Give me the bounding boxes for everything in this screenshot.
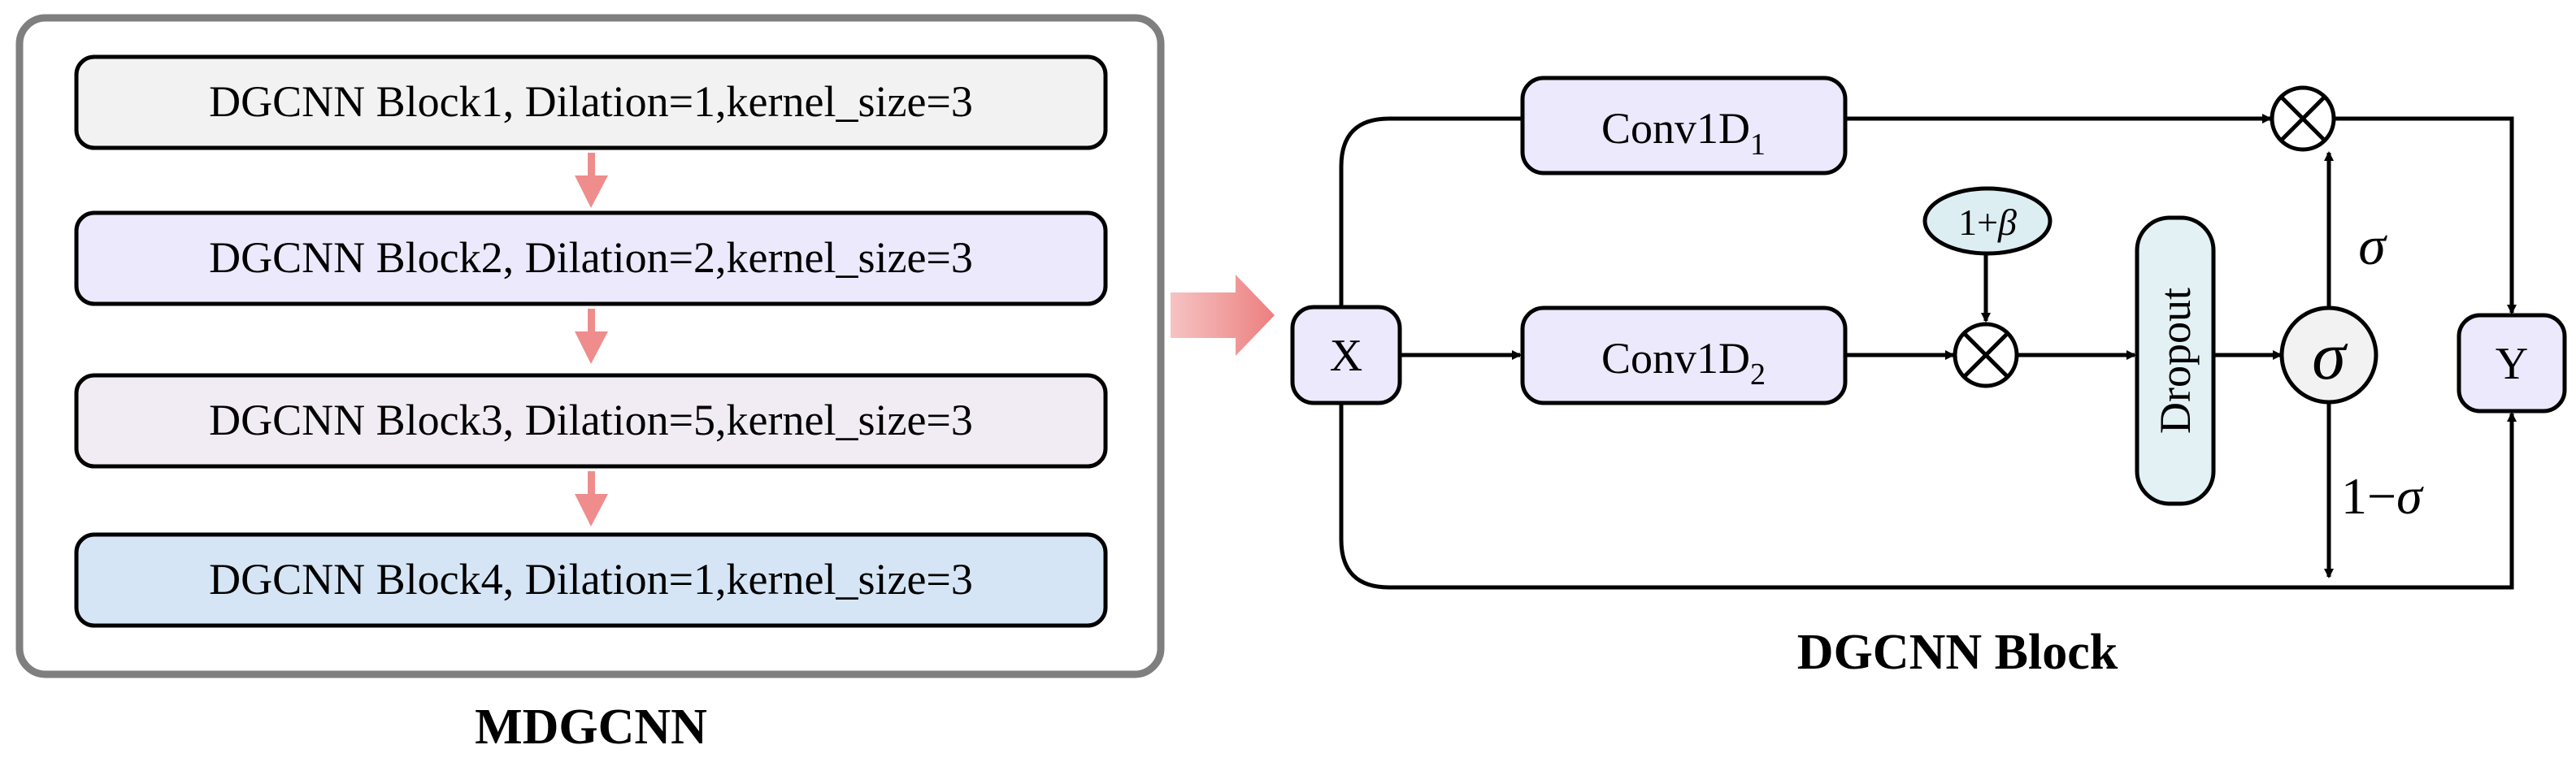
one-minus-sigma-label: 1−σ	[2341, 467, 2424, 525]
beta-label: 1+β	[1958, 201, 2017, 243]
sigma-gate-node: σ	[2279, 305, 2378, 405]
dgcnn-block-2-label: DGCNN Block2, Dilation=2,kernel_size=3	[209, 233, 973, 282]
pink-arrow-3	[575, 471, 608, 526]
dgcnn-block-1-label: DGCNN Block1, Dilation=1,kernel_size=3	[209, 77, 973, 126]
input-node-x-label: X	[1330, 331, 1362, 381]
edge-x-to-y-bottom	[1339, 404, 2517, 590]
dgcnn-block-1: DGCNN Block1, Dilation=1,kernel_size=3	[74, 54, 1108, 150]
multiply-node-top	[2270, 85, 2336, 152]
sigma-gate-label: σ	[2312, 318, 2348, 394]
conv1d-1-block: Conv1D1	[1520, 76, 1848, 175]
dgcnn-block-3: DGCNN Block3, Dilation=5,kernel_size=3	[74, 373, 1108, 469]
panel-transition-arrow	[1171, 275, 1275, 356]
multiply-node-mid	[1953, 322, 2019, 388]
edge-x-to-conv1	[1339, 116, 1523, 307]
dgcnn-block-3-label: DGCNN Block3, Dilation=5,kernel_size=3	[209, 396, 973, 444]
dgcnn-block-4-label: DGCNN Block4, Dilation=1,kernel_size=3	[209, 555, 973, 604]
mdgcnn-title: MDGCNN	[475, 700, 707, 755]
edge-mul-top-to-y	[2335, 116, 2517, 314]
sigma-edge-label: σ	[2358, 214, 2387, 276]
output-node-y-label: Y	[2496, 339, 2528, 389]
dgcnn-block-diagram	[1339, 114, 2517, 590]
dgcnn-block-2: DGCNN Block2, Dilation=2,kernel_size=3	[74, 210, 1108, 306]
conv1d-2-label: Conv1D2	[1601, 334, 1766, 392]
output-node-y: Y	[2457, 313, 2567, 414]
beta-node: 1+β	[1922, 186, 2053, 256]
conv1d-2-block: Conv1D2	[1520, 305, 1848, 405]
dgcnn-block-title: DGCNN Block	[1797, 625, 2118, 680]
conv1d-1-label: Conv1D1	[1601, 104, 1766, 162]
dropout-block: Dropout	[2135, 215, 2216, 506]
input-node-x: X	[1290, 305, 1402, 405]
dgcnn-block-4: DGCNN Block4, Dilation=1,kernel_size=3	[74, 532, 1108, 628]
pink-arrow-1	[575, 153, 608, 208]
pink-arrow-2	[575, 309, 608, 364]
dropout-label: Dropout	[2151, 288, 2200, 434]
